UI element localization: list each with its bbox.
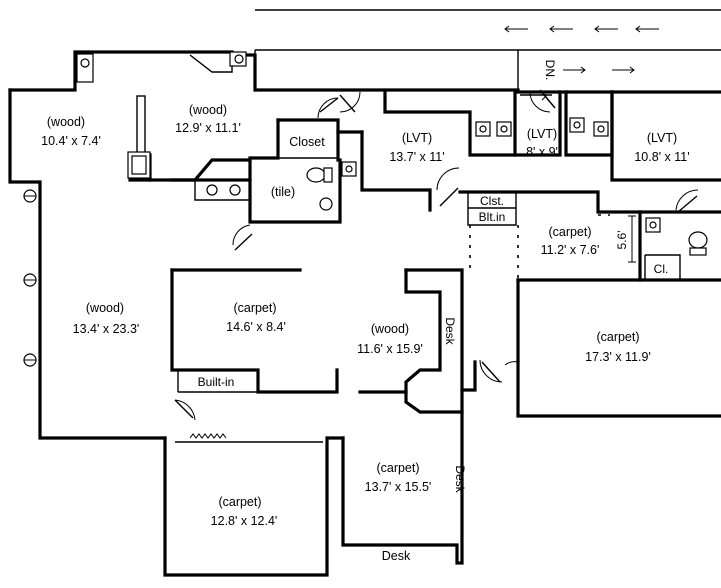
sink-icon [229,184,241,196]
room-wood-ctr-size: 11.6' x 15.9' [357,342,423,356]
shower-icon [341,161,357,177]
room-carpet-sw-material: (carpet) [218,495,261,509]
desk-right-label: Desk [453,465,467,493]
arrow-left-icon [594,25,618,33]
stairs-down-label: DN. [543,60,557,81]
annotation-labels: Closet Clst. Blt.in Cl. Built-in Desk De… [198,60,669,563]
walkway-arrows [504,25,659,74]
cl-label: Cl. [654,262,669,276]
fixtures [23,51,708,367]
sink-icon [569,117,585,133]
dimension-marker [628,215,636,263]
sink-icon [475,121,491,137]
doors [174,89,699,421]
room-lvt-east-material: (LVT) [647,131,677,145]
closet-label: Closet [289,135,325,149]
room-carpet-ctr-size: 14.6' x 8.4' [226,320,286,334]
arrow-right-icon [612,66,635,74]
room-lvt-small-material: (LVT) [527,127,557,141]
interior-walls [128,54,721,443]
sink-icon [496,121,512,137]
room-wood-west-size: 13.4' x 23.3' [73,322,140,336]
clst-label: Clst. [480,194,504,208]
room-wood-west-material: (wood) [86,301,124,315]
dashed-partitions [469,214,610,362]
room-wood-nw-size: 10.4' x 7.4' [41,134,101,148]
sink-icon [76,53,94,83]
dimension-label: 5.6' [615,231,629,250]
room-labels: (wood) 10.4' x 7.4' (wood) 12.9' x 11.1'… [41,103,689,528]
room-carpet-ctr-material: (carpet) [233,301,276,315]
light-fixture-icon [23,273,37,287]
desk-vertical-label: Desk [443,317,457,345]
sink-icon [319,197,333,211]
desk-bottom-label: Desk [382,549,411,563]
room-carpet-east-size: 17.3' x 11.9' [585,350,651,364]
room-tile-material: (tile) [271,185,295,199]
fireplace-icon [127,151,151,179]
room-wood-north-material: (wood) [189,103,227,117]
room-wood-ctr-material: (wood) [371,322,409,336]
arrow-left-icon [635,25,659,33]
toilet-icon [688,231,708,256]
bltin-label: Blt.in [479,210,506,224]
room-wood-north-size: 12.9' x 11.1' [175,121,241,135]
arrow-left-icon [504,25,528,33]
sink-icon [229,51,247,67]
light-fixture-icon [23,353,37,367]
stairs-icon [520,91,552,101]
room-carpet-sw-size: 12.8' x 12.4' [211,514,278,528]
light-fixture-icon [23,189,37,203]
room-carpet-s-size: 13.7' x 15.5' [365,480,432,494]
room-lvt-mid-material: (LVT) [402,131,432,145]
arrow-right-icon [563,66,586,74]
walkway-lines [254,9,721,92]
room-wood-nw-material: (wood) [47,115,85,129]
room-carpet-ne-size: 11.2' x 7.6' [541,243,600,257]
room-carpet-s-material: (carpet) [376,461,419,475]
toilet-icon [306,167,333,183]
room-lvt-east-size: 10.8' x 11' [634,150,689,164]
sink-icon [206,184,218,196]
room-lvt-small-size: 8' x 9' [526,145,558,159]
room-carpet-east-material: (carpet) [596,330,639,344]
room-lvt-mid-size: 13.7' x 11' [389,150,444,164]
arrow-left-icon [549,25,573,33]
shower-icon [645,217,661,233]
room-carpet-ne-material: (carpet) [548,225,591,239]
sink-icon [593,121,609,137]
builtin-label: Built-in [198,375,235,389]
